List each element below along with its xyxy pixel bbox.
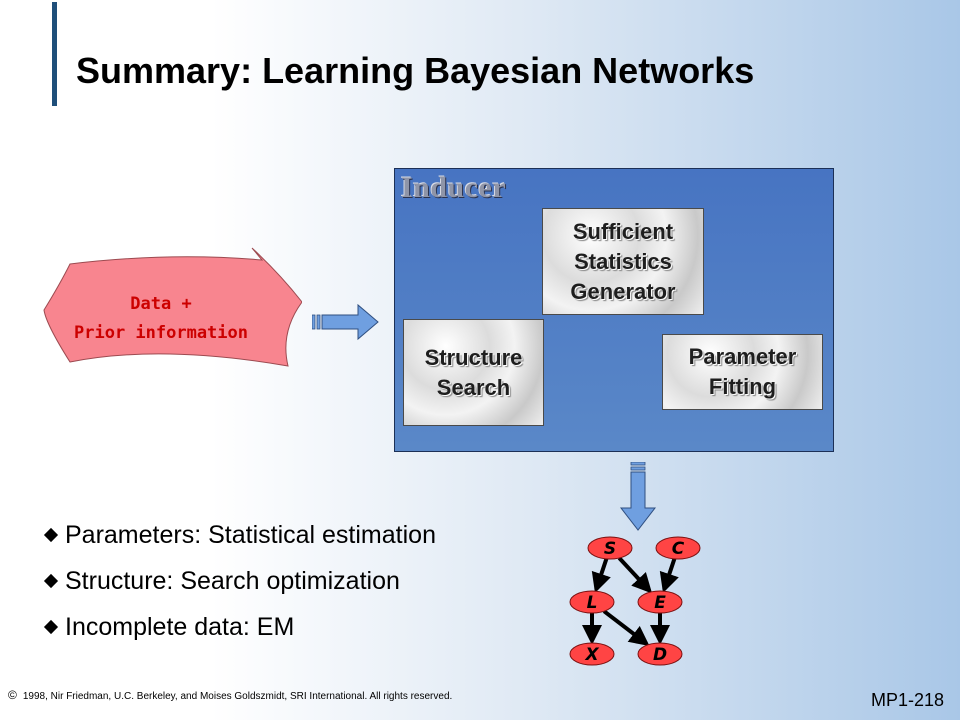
stats-line3: Generator [570, 278, 676, 304]
edge-c-e [659, 558, 679, 594]
edge-l-d [602, 609, 650, 647]
structure-search-box: Structure Search [403, 319, 544, 426]
bullet-list: Parameters: Statistical estimation Struc… [42, 512, 436, 650]
node-label: S [604, 539, 616, 559]
node-ellipse [587, 536, 633, 560]
bayesian-network-diagram: S C L E X D [569, 536, 701, 666]
node-label: C [672, 539, 685, 559]
network-nodes: S C L E X D [569, 536, 701, 666]
diamond-bullet-icon [43, 573, 59, 589]
sufficient-statistics-generator-box: Sufficient Statistics Generator [542, 208, 704, 315]
bullet-item: Parameters: Statistical estimation [42, 512, 436, 558]
data-input-label: Data + Prior information [50, 290, 272, 348]
node-l: L [569, 590, 615, 614]
node-label: X [584, 645, 599, 665]
footer-copyright: © 1998, Nir Friedman, U.C. Berkeley, and … [8, 688, 452, 702]
title-accent-bar [52, 2, 57, 106]
diamond-bullet-icon [43, 619, 59, 635]
node-ellipse [569, 590, 615, 614]
arrow-right-icon [312, 303, 379, 341]
node-c: C [655, 536, 701, 560]
node-ellipse [637, 642, 683, 666]
node-label: E [654, 593, 666, 613]
slide-number: MP1-218 [870, 690, 944, 710]
parameter-line2: Fitting [708, 374, 777, 399]
node-e: E [637, 590, 683, 614]
structure-line1: Structure [424, 344, 523, 370]
node-label: D [653, 645, 667, 665]
node-d: D [637, 642, 683, 666]
data-input-shape [43, 247, 302, 367]
stats-line1: Sufficient [572, 218, 674, 244]
structure-line2: Search [436, 374, 511, 400]
edge-s-l [591, 558, 611, 594]
bullet-item: Incomplete data: EM [42, 604, 436, 650]
stats-line2: Statistics [574, 248, 672, 274]
edge-s-e [617, 556, 653, 594]
copyright-text: 1998, Nir Friedman, U.C. Berkeley, and M… [22, 691, 453, 702]
parameter-line1: Parameter [688, 344, 797, 369]
data-input-line2: Prior information [74, 323, 248, 343]
bullet-text: Incomplete data: EM [65, 612, 295, 641]
bullet-item: Structure: Search optimization [42, 558, 436, 604]
bullet-text: Structure: Search optimization [65, 566, 400, 595]
node-label: L [587, 593, 598, 613]
node-ellipse [569, 642, 615, 666]
data-input-line1: Data + [130, 294, 192, 314]
node-s: S [587, 536, 633, 560]
node-ellipse [655, 536, 701, 560]
node-ellipse [637, 590, 683, 614]
network-edges [582, 556, 679, 647]
slide-title: Summary: Learning Bayesian Networks [76, 50, 755, 91]
parameter-fitting-box: Parameter Fitting [662, 334, 823, 410]
arrow-down-icon [619, 462, 657, 531]
inducer-label: Inducer [401, 171, 507, 204]
copyright-symbol: © [8, 688, 17, 702]
diamond-bullet-icon [43, 527, 59, 543]
node-x: X [569, 642, 615, 666]
bullet-text: Parameters: Statistical estimation [65, 520, 436, 549]
